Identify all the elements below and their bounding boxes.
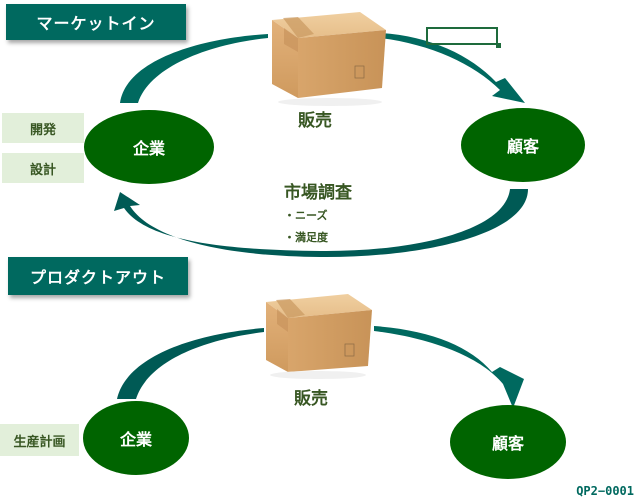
tag-development: 開発 (2, 113, 84, 143)
company-node: 企業 (84, 110, 214, 184)
document-code: QP2−0001 (576, 484, 634, 498)
customer-node-2: 顧客 (450, 405, 566, 479)
arrow-company-to-box (120, 34, 268, 103)
section-title-product-out: プロダクトアウト (8, 257, 188, 295)
company-node-2: 企業 (83, 401, 189, 475)
cardboard-box-icon (272, 12, 386, 106)
selected-textbox[interactable] (426, 27, 498, 45)
arrow-box-to-customer (380, 33, 525, 103)
market-research-title: 市場調査 (284, 183, 352, 203)
tag-design: 設計 (2, 153, 84, 183)
research-bullet-needs: ・ニーズ (284, 209, 328, 222)
customer-node: 顧客 (461, 108, 585, 182)
sale-label: 販売 (298, 111, 332, 131)
cardboard-box-icon-2 (266, 294, 372, 379)
resize-handle[interactable] (496, 43, 501, 48)
arrow-company-to-box-2 (117, 328, 264, 399)
arrow-box-to-customer-2 (374, 326, 524, 408)
research-bullet-satisfaction: ・満足度 (284, 231, 328, 244)
sale-label-2: 販売 (294, 389, 328, 409)
section-title-market-in: マーケットイン (6, 4, 186, 40)
tag-production-plan: 生産計画 (0, 424, 79, 456)
